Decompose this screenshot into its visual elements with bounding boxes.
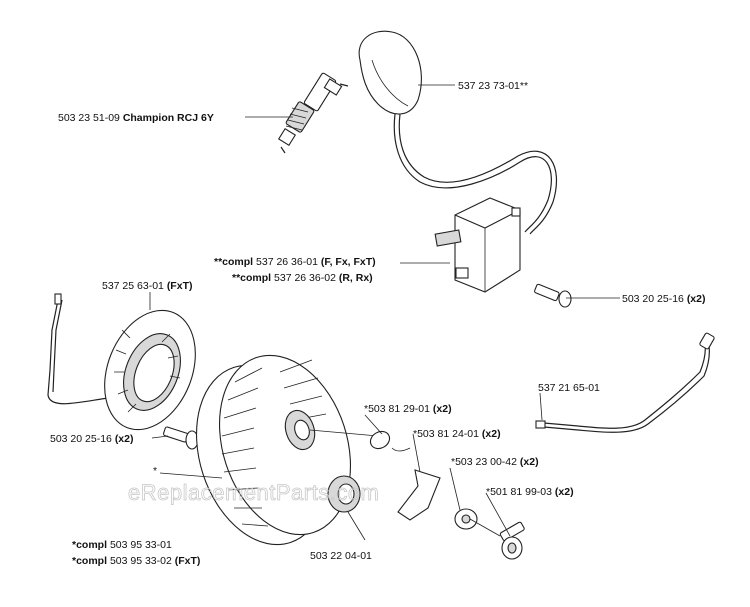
flywheel-key [369,430,411,452]
spark-plug-boot [358,30,558,235]
watermark-text: eReplacementParts.com [128,480,379,505]
label-stop-wire: 537 21 65-01 [538,382,600,394]
label-spark-plug-boot: 537 23 73-01** [458,80,528,92]
label-washer: *503 23 00-42 (x2) [451,456,539,468]
module-screw [534,283,572,308]
flywheel-nut [327,475,366,541]
label-flywheel-nut: 503 22 04-01 [310,550,372,562]
label-stator-screw: 503 20 25-16 (x2) [50,433,134,445]
washer [454,508,478,530]
label-flywheel-star: * [153,465,157,477]
label-stator: 537 25 63-01 (FxT) [102,280,192,292]
stator-ring [47,293,196,431]
label-spark-plug: 503 23 51-09 Champion RCJ 6Y [58,112,214,124]
label-spring-clip: *503 81 24-01 (x2) [413,428,501,440]
spark-plug [277,72,349,154]
label-ignition-module-1: **compl 537 26 36-01 (F, Fx, FxT) [214,256,376,268]
label-flywheel-1: *compl 503 95 33-01 [72,539,172,551]
stop-wire [535,332,715,433]
leader-lines [149,84,620,537]
label-flywheel-2: *compl 503 95 33-02 (FxT) [72,555,200,567]
ignition-module [434,197,521,293]
bolt [469,518,525,560]
label-module-screw: 503 20 25-16 (x2) [622,293,706,305]
flywheel [195,354,379,546]
spring-clip [397,469,441,521]
stator-screw [163,426,199,450]
label-bolt: *501 81 99-03 (x2) [486,486,574,498]
label-flywheel-key: *503 81 29-01 (x2) [364,403,452,415]
label-ignition-module-2: **compl 537 26 36-02 (R, Rx) [232,272,373,284]
